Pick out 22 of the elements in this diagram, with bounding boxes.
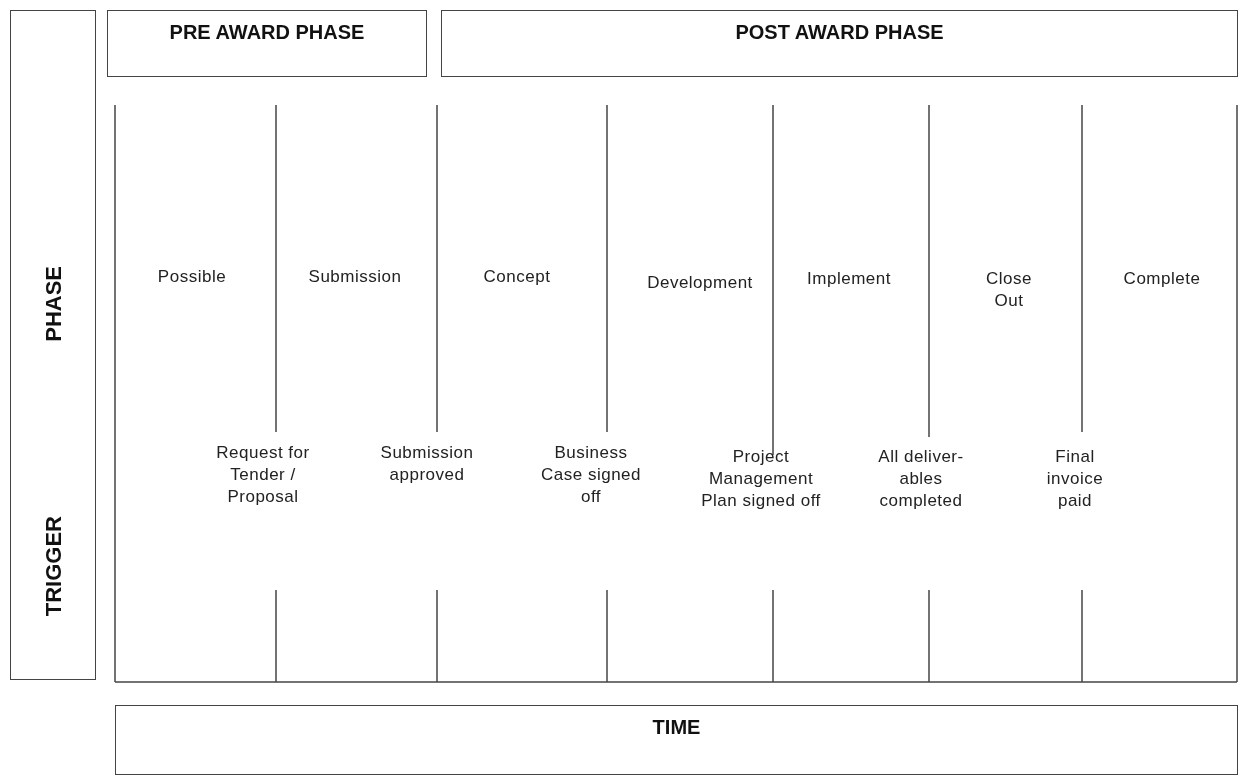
trigger-label: All deliver- ables completed [877, 446, 965, 512]
row-title: PHASE [41, 266, 67, 342]
header-box [107, 10, 427, 77]
phase-label: Implement [806, 268, 892, 290]
trigger-label: Request for Tender / Proposal [215, 442, 311, 508]
phase-label: Development [646, 272, 754, 294]
phase-label: Concept [482, 266, 552, 288]
header-box [115, 705, 1238, 775]
phase-group-title: PRE AWARD PHASE [168, 21, 366, 44]
axis-title: TIME [651, 716, 702, 739]
header-box [441, 10, 1238, 77]
phase-label: Possible [156, 266, 228, 288]
trigger-label: Business Case signed off [540, 442, 642, 508]
phase-label: Close Out [985, 268, 1033, 312]
row-header-box [10, 10, 96, 680]
trigger-label: Submission approved [379, 442, 475, 486]
phase-label: Complete [1122, 268, 1202, 290]
phase-group-title: POST AWARD PHASE [734, 21, 945, 44]
trigger-label: Final invoice paid [1045, 446, 1105, 512]
phase-label: Submission [307, 266, 403, 288]
trigger-label: Project Management Plan signed off [701, 446, 821, 512]
row-title: TRIGGER [41, 516, 67, 617]
